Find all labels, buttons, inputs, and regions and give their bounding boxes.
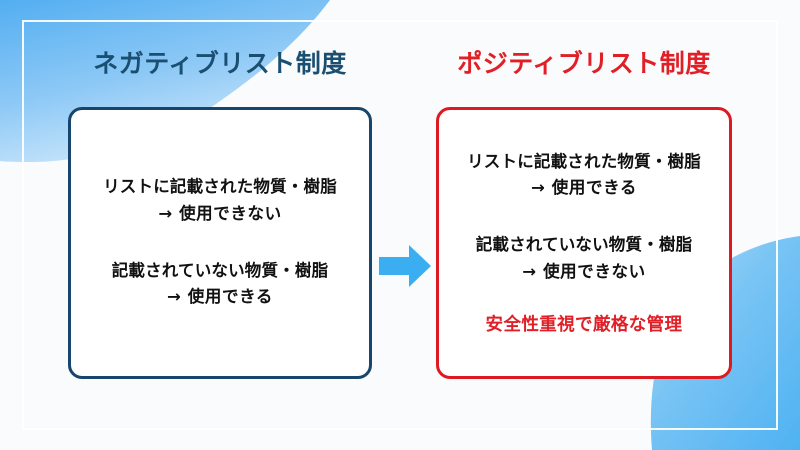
rule-line-outcome: → 使用できる bbox=[531, 178, 637, 198]
panel-title-positive-list: ポジティブリスト制度 bbox=[457, 49, 711, 78]
rule-line-subject: リストに記載された物質・樹脂 bbox=[103, 177, 337, 197]
panel-box-positive-list: リストに記載された物質・樹脂 → 使用できる 記載されていない物質・樹脂 → 使… bbox=[436, 106, 732, 379]
panel-highlight-note: 安全性重視で厳格な管理 bbox=[485, 315, 683, 336]
panel-positive-list: ポジティブリスト制度 リストに記載された物質・樹脂 → 使用できる 記載されてい… bbox=[436, 50, 732, 379]
rule-item: 記載されていない物質・樹脂 → 使用できない bbox=[476, 232, 693, 285]
rule-item: リストに記載された物質・樹脂 → 使用できない bbox=[103, 174, 337, 227]
rule-line-outcome: → 使用できる bbox=[167, 287, 273, 307]
rule-line-subject: 記載されていない物質・樹脂 bbox=[111, 260, 329, 280]
rule-line-subject: 記載されていない物質・樹脂 bbox=[475, 235, 693, 254]
rule-line-outcome: → 使用できない bbox=[522, 261, 646, 281]
arrow-right-icon bbox=[379, 243, 431, 289]
rule-item: リストに記載された物質・樹脂 → 使用できる bbox=[467, 149, 701, 202]
rule-item: 記載されていない物質・樹脂 → 使用できる bbox=[112, 258, 329, 311]
rule-line-outcome: → 使用できない bbox=[158, 203, 282, 223]
panel-box-negative-list: リストに記載された物質・樹脂 → 使用できない 記載されていない物質・樹脂 → … bbox=[68, 106, 372, 379]
panel-title-negative-list: ネガティブリスト制度 bbox=[93, 49, 347, 78]
panel-negative-list: ネガティブリスト制度 リストに記載された物質・樹脂 → 使用できない 記載されて… bbox=[68, 50, 372, 379]
rule-line-subject: リストに記載された物質・樹脂 bbox=[467, 151, 701, 171]
